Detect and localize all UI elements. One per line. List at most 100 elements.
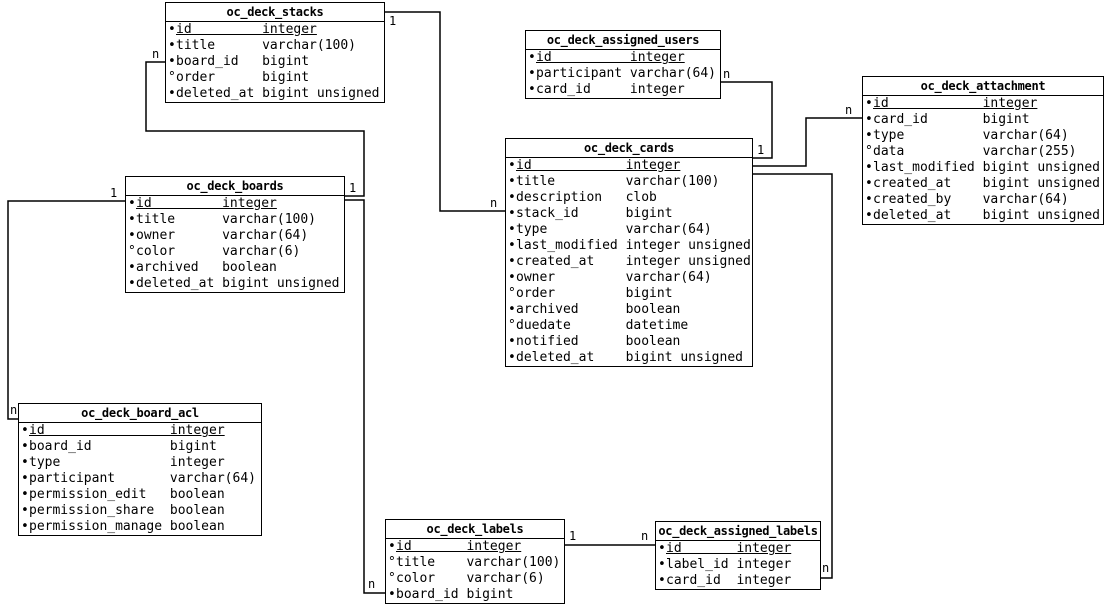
relationship-line-cards-attachment: [753, 117, 862, 167]
column-text: board_id bigint: [29, 439, 217, 454]
cardinality-assigned-users-n: n: [723, 67, 730, 81]
column-text: type integer: [29, 455, 225, 470]
column-type: •type integer: [19, 455, 261, 471]
column-id: •id integer: [863, 96, 1103, 112]
relationship-line-boards-stacks: [145, 61, 365, 197]
column-deleted_at: •deleted_at bigint unsigned: [126, 276, 344, 292]
column-title: °title varchar(100): [386, 555, 564, 571]
column-text: title varchar(100): [516, 174, 720, 189]
column-stack_id: •stack_id bigint: [506, 206, 752, 222]
column-permission_share: •permission_share boolean: [19, 503, 261, 519]
filled-bullet-icon: •: [658, 573, 666, 588]
column-card_id: •card_id integer: [526, 82, 720, 98]
column-text: id integer: [666, 541, 792, 556]
column-created_at: •created_at integer unsigned: [506, 254, 752, 270]
column-text: deleted_at bigint unsigned: [136, 276, 340, 291]
column-last_modified: •last_modified integer unsigned: [506, 238, 752, 254]
column-last_modified: •last_modified bigint unsigned: [863, 160, 1103, 176]
column-text: title varchar(100): [396, 555, 561, 570]
filled-bullet-icon: •: [508, 222, 516, 237]
entity-oc-deck-stacks: oc_deck_stacks •id integer•title varchar…: [165, 2, 385, 103]
column-notified: •notified boolean: [506, 334, 752, 350]
filled-bullet-icon: •: [865, 208, 873, 223]
column-text: label_id integer: [666, 557, 792, 572]
filled-bullet-icon: •: [658, 557, 666, 572]
filled-bullet-icon: •: [168, 86, 176, 101]
column-title: •title varchar(100): [166, 38, 384, 54]
filled-bullet-icon: •: [508, 270, 516, 285]
entity-oc-deck-attachment: oc_deck_attachment •id integer•card_id b…: [862, 76, 1104, 225]
column-text: card_id bigint: [873, 112, 1030, 127]
column-text: title varchar(100): [136, 212, 317, 227]
column-text: duedate datetime: [516, 318, 689, 333]
cardinality-cards-n: n: [490, 196, 497, 210]
column-text: last_modified bigint unsigned: [873, 160, 1100, 175]
hollow-bullet-icon: °: [508, 318, 516, 333]
cardinality-assigned-labels-n: n: [641, 529, 648, 543]
column-text: order bigint: [516, 286, 673, 301]
relationship-line-boards-labels: [345, 199, 385, 594]
cardinality-attachment-n: n: [845, 103, 852, 117]
filled-bullet-icon: •: [508, 334, 516, 349]
column-text: card_id integer: [666, 573, 792, 588]
column-text: owner varchar(64): [516, 270, 712, 285]
entity-oc-deck-board-acl: oc_deck_board_acl •id integer•board_id b…: [18, 403, 262, 536]
filled-bullet-icon: •: [508, 350, 516, 365]
column-text: permission_share boolean: [29, 503, 225, 518]
column-id: •id integer: [386, 539, 564, 555]
cardinality-labels-1: 1: [569, 529, 576, 543]
cardinality-boards-1: 1: [349, 181, 356, 195]
column-id: •id integer: [126, 196, 344, 212]
entity-title: oc_deck_assigned_users: [526, 31, 720, 50]
filled-bullet-icon: •: [508, 190, 516, 205]
entity-oc-deck-boards: oc_deck_boards •id integer•title varchar…: [125, 176, 345, 293]
hollow-bullet-icon: °: [388, 555, 396, 570]
column-text: board_id bigint: [396, 587, 514, 602]
filled-bullet-icon: •: [128, 260, 136, 275]
column-owner: •owner varchar(64): [506, 270, 752, 286]
column-permission_manage: •permission_manage boolean: [19, 519, 261, 535]
column-text: data varchar(255): [873, 144, 1077, 159]
filled-bullet-icon: •: [128, 212, 136, 227]
filled-bullet-icon: •: [21, 503, 29, 518]
entity-title: oc_deck_board_acl: [19, 404, 261, 423]
relationship-line-stacks-cards: [385, 11, 505, 212]
column-id: •id integer: [526, 50, 720, 66]
column-text: board_id bigint: [176, 54, 310, 69]
cardinality-labels-n: n: [368, 577, 375, 591]
column-deleted_at: •deleted_at bigint unsigned: [166, 86, 384, 102]
column-text: deleted_at bigint unsigned: [176, 86, 380, 101]
column-text: participant varchar(64): [29, 471, 256, 486]
hollow-bullet-icon: °: [168, 70, 176, 85]
column-id: •id integer: [506, 158, 752, 174]
entity-title: oc_deck_assigned_labels: [656, 522, 820, 541]
cardinality-assigned-labels-card-n: n: [822, 561, 829, 575]
entity-title: oc_deck_stacks: [166, 3, 384, 22]
column-color: °color varchar(6): [126, 244, 344, 260]
column-text: created_at integer unsigned: [516, 254, 751, 269]
column-deleted_at: •deleted_at bigint unsigned: [506, 350, 752, 366]
column-text: notified boolean: [516, 334, 681, 349]
filled-bullet-icon: •: [508, 238, 516, 253]
filled-bullet-icon: •: [508, 302, 516, 317]
filled-bullet-icon: •: [865, 160, 873, 175]
hollow-bullet-icon: °: [865, 144, 873, 159]
filled-bullet-icon: •: [508, 206, 516, 221]
column-archived: •archived boolean: [126, 260, 344, 276]
cardinality-stacks-1: 1: [389, 14, 396, 28]
column-participant: •participant varchar(64): [19, 471, 261, 487]
column-owner: •owner varchar(64): [126, 228, 344, 244]
column-text: permission_manage boolean: [29, 519, 225, 534]
column-board_id: •board_id bigint: [166, 54, 384, 70]
column-text: id integer: [516, 158, 681, 173]
entity-title: oc_deck_labels: [386, 520, 564, 539]
filled-bullet-icon: •: [658, 541, 666, 556]
column-board_id: •board_id bigint: [386, 587, 564, 603]
column-archived: •archived boolean: [506, 302, 752, 318]
column-created_at: •created_at bigint unsigned: [863, 176, 1103, 192]
filled-bullet-icon: •: [528, 50, 536, 65]
column-text: deleted_at bigint unsigned: [516, 350, 743, 365]
column-id: •id integer: [166, 22, 384, 38]
entity-oc-deck-assigned-users: oc_deck_assigned_users •id integer•parti…: [525, 30, 721, 99]
